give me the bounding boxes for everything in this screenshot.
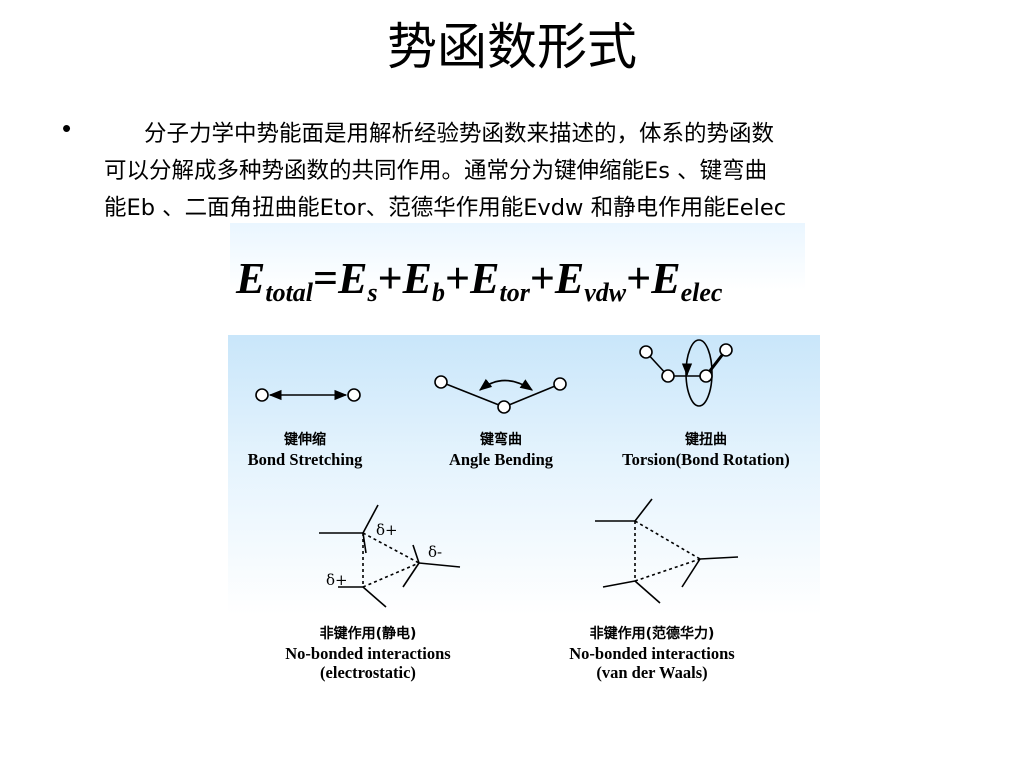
formula-lhs-sub: total	[265, 278, 314, 307]
bullet-line-3: 能Eb 、二面角扭曲能Etor、范德华作用能Evdw 和静电作用能Eelec	[104, 195, 787, 221]
label-angle-bending-zh: 键弯曲	[480, 432, 522, 448]
torsion-figure	[639, 339, 733, 407]
label-bond-stretching-en: Bond Stretching	[247, 450, 363, 469]
bullet-line-2: 可以分解成多种势函数的共同作用。通常分为键伸缩能Es 、键弯曲	[104, 158, 768, 184]
label-torsion: 键扭曲 Torsion(Bond Rotation)	[594, 431, 818, 469]
interaction-diagrams: δ+ δ- δ+	[255, 339, 739, 608]
charge-delta-plus-top: δ+	[376, 521, 398, 539]
label-torsion-en: Torsion(Bond Rotation)	[622, 450, 790, 469]
label-torsion-zh: 键扭曲	[685, 432, 727, 448]
label-electrostatic: 非键作用(静电) No-bonded interactions (electro…	[248, 625, 488, 682]
label-electrostatic-en1: No-bonded interactions	[285, 644, 451, 663]
label-vdw-zh: 非键作用(范德华力)	[589, 626, 715, 642]
formula-plus-1: +	[377, 254, 403, 303]
label-vdw-en2: (van der Waals)	[596, 663, 708, 682]
formula-panel: Etotal=Es+Eb+Etor+Evdw+Eelec	[230, 223, 805, 335]
formula-term-5: E	[651, 254, 681, 303]
formula-term-2-sub: b	[432, 278, 446, 307]
label-electrostatic-zh: 非键作用(静电)	[319, 626, 417, 642]
label-bond-stretching: 键伸缩 Bond Stretching	[230, 431, 380, 469]
charge-delta-plus-bottom: δ+	[326, 571, 348, 589]
charge-delta-minus: δ-	[428, 543, 442, 561]
formula-term-2: E	[402, 254, 433, 303]
formula-term-4-sub: vdw	[584, 278, 627, 307]
formula-equals: =	[313, 254, 339, 303]
formula-term-3-sub: tor	[499, 278, 530, 307]
label-electrostatic-en2: (electrostatic)	[320, 663, 416, 682]
label-vdw-en1: No-bonded interactions	[569, 644, 735, 663]
diagram-panel: δ+ δ- δ+ 键伸缩 Bond Stretching 键弯曲 Angle B…	[228, 335, 820, 685]
formula-term-4: E	[554, 254, 585, 303]
bullet-paragraph: 分子力学中势能面是用解析经验势函数来描述的，体系的势函数 可以分解成多种势函数的…	[104, 116, 944, 227]
formula-plus-2: +	[445, 254, 471, 303]
label-angle-bending-en: Angle Bending	[448, 450, 554, 469]
energy-formula: Etotal=Es+Eb+Etor+Evdw+Eelec	[236, 251, 722, 321]
formula-term-5-sub: elec	[680, 278, 723, 307]
electrostatic-figure	[319, 504, 461, 608]
label-vdw: 非键作用(范德华力) No-bonded interactions (van d…	[532, 625, 772, 682]
slide-title: 势函数形式	[387, 18, 637, 76]
formula-plus-3: +	[529, 254, 555, 303]
bullet-line-1: 分子力学中势能面是用解析经验势函数来描述的，体系的势函数	[144, 121, 775, 147]
vdw-figure	[595, 498, 739, 604]
label-bond-stretching-zh: 键伸缩	[284, 432, 326, 448]
formula-plus-4: +	[626, 254, 652, 303]
formula-lhs: E	[236, 254, 266, 303]
formula-term-1: E	[338, 254, 368, 303]
label-angle-bending: 键弯曲 Angle Bending	[426, 431, 576, 469]
bullet-dot: •	[62, 113, 72, 143]
angle-bending-figure	[434, 375, 567, 414]
formula-term-3: E	[470, 254, 500, 303]
formula-term-1-sub: s	[367, 278, 378, 307]
bond-stretching-figure	[255, 388, 361, 402]
